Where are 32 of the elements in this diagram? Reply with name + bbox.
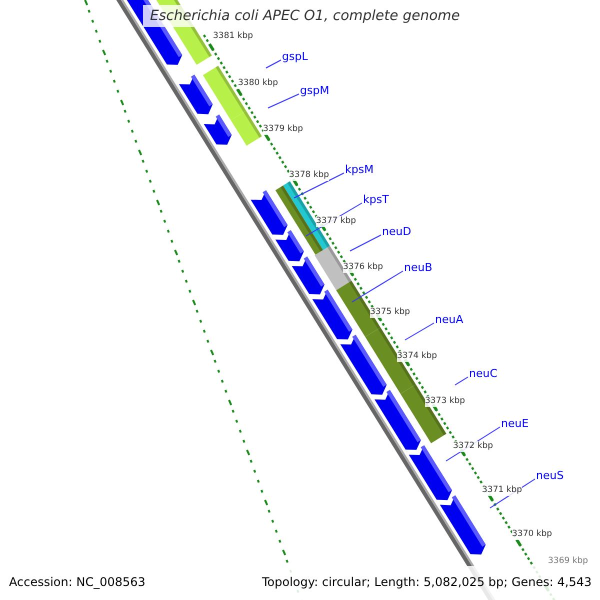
gene-label: neuE bbox=[501, 417, 529, 431]
leader-line bbox=[404, 322, 434, 340]
gene-label: neuC bbox=[469, 367, 498, 381]
scale-label: 3374 kbp bbox=[397, 350, 438, 362]
leader-line bbox=[454, 376, 468, 386]
scale-label: 3371 kbp bbox=[482, 484, 522, 496]
gene-label: neuD bbox=[382, 225, 412, 239]
gene-label: kpsM bbox=[345, 163, 374, 177]
scale-label: 3369 kbp bbox=[548, 556, 588, 566]
gene-label: gspL bbox=[282, 50, 308, 64]
scale-label: 3375 kbp bbox=[370, 306, 410, 318]
scale-label: 3370 kbp bbox=[512, 528, 552, 540]
scale-label: 3372 kbp bbox=[453, 440, 494, 452]
scale-label: 3376 kbp bbox=[343, 262, 384, 272]
gene-label: neuS bbox=[536, 469, 564, 483]
gene-label: gspM bbox=[300, 84, 330, 98]
leader-line bbox=[352, 270, 404, 302]
scale-label: 3378 kbp bbox=[289, 170, 330, 180]
scale-label: 3377 kbp bbox=[316, 216, 356, 226]
gene-label: neuB bbox=[404, 261, 432, 275]
accession-text: Accession: NC_008563 bbox=[9, 574, 146, 590]
leader-line bbox=[266, 60, 282, 68]
scale-label: 3381 kbp bbox=[213, 30, 254, 42]
leader-line bbox=[294, 172, 344, 198]
genome-info-text: Topology: circular; Length: 5,082,025 bp; Genes: 4,543 bbox=[262, 574, 592, 590]
leader-line bbox=[350, 234, 382, 252]
scale-label: 3380 kbp bbox=[238, 78, 278, 88]
scale-label: 3379 kbp bbox=[263, 124, 304, 134]
leader-line bbox=[268, 94, 300, 108]
gene-label: neuA bbox=[435, 313, 464, 327]
scale-label: 3373 kbp bbox=[425, 396, 466, 406]
gene-label: kpsT bbox=[363, 193, 389, 207]
